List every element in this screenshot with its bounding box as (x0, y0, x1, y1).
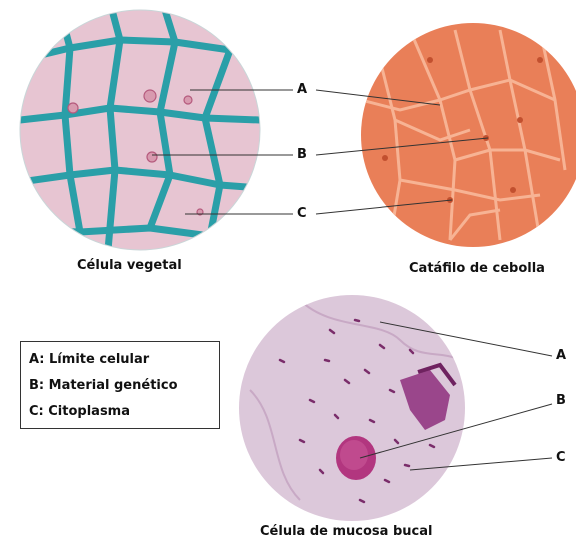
legend-box: A: Límite celular B: Material genético C… (20, 341, 220, 429)
marker-bottom-c: C (556, 450, 566, 465)
marker-bottom-a: A (556, 348, 566, 363)
marker-top-b: B (297, 147, 307, 162)
legend-item-b: B: Material genético (29, 373, 211, 399)
caption-plant-cell: Célula vegetal (77, 258, 182, 273)
caption-cheek-cell: Célula de mucosa bucal (260, 524, 432, 539)
cheek-cell-micrograph (239, 295, 465, 521)
marker-bottom-b: B (556, 393, 566, 408)
marker-top-a: A (297, 82, 307, 97)
onion-micrograph (361, 23, 576, 247)
marker-top-c: C (297, 206, 307, 221)
caption-onion: Catáfilo de cebolla (409, 261, 545, 276)
legend-item-c: C: Citoplasma (29, 399, 211, 425)
legend-item-a: A: Límite celular (29, 347, 211, 373)
